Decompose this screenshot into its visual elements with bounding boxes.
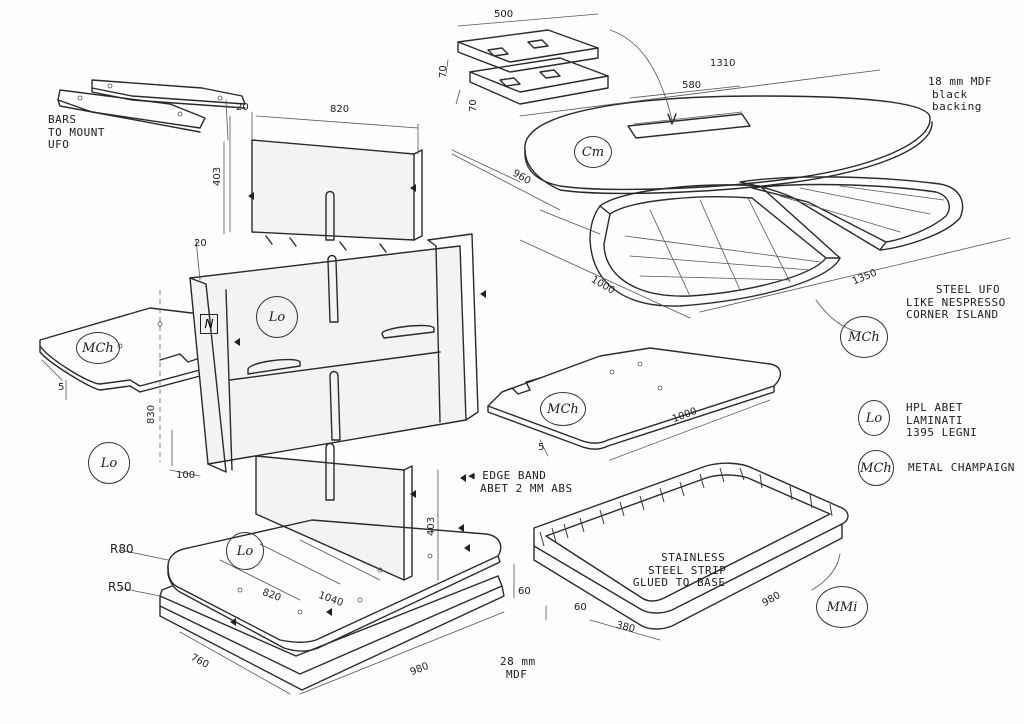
dim-20-a: 20: [236, 102, 249, 113]
note-mdf18: 18 mm MDF black backing: [928, 75, 993, 114]
dim-r80: R80: [110, 542, 134, 556]
code-mch-ufo-text: MCh: [848, 329, 880, 345]
note-bars-line-2: TO MOUNT: [48, 125, 105, 139]
note-mdf18-line-2: black: [932, 87, 968, 101]
legend-lo-badge: Lo: [858, 400, 890, 436]
legend-metal: METAL CHAMPAIGN: [908, 461, 1015, 474]
dim-r50: R50: [108, 580, 132, 594]
dim-70-b: 70: [468, 99, 479, 112]
code-mch-left: MCh: [76, 332, 120, 364]
dim-820: 820: [330, 104, 350, 115]
legend-hpl-line-2: LAMINATI: [906, 413, 963, 427]
note-steel-ufo-line-2: LIKE NESPRESSO: [906, 295, 1006, 309]
note-edge-band: ◀ EDGE BAND ABET 2 mm ABS: [468, 469, 573, 495]
dim-500: 500: [494, 9, 514, 20]
main-vertical-block: [159, 233, 479, 477]
right-shelf-plate: [487, 347, 781, 461]
stainless-tray: [533, 462, 849, 641]
note-edge-band-line-2: ABET 2 mm ABS: [480, 481, 573, 495]
code-mmi: MMi: [816, 586, 868, 628]
note-stainless-line-3: GLUED TO BASE: [632, 576, 726, 590]
code-cm: Cm: [574, 136, 612, 168]
note-mdf28: 28 mm MDF: [500, 655, 536, 681]
bracket-piece: [445, 13, 609, 105]
code-lo-panel-text: Lo: [268, 309, 286, 325]
code-lo-text: Lo: [100, 455, 118, 471]
dim-20-b: 20: [194, 238, 207, 249]
note-edge-band-line-1: ◀ EDGE BAND: [468, 469, 547, 482]
note-bars: BARS TO MOUNT UFO: [48, 113, 105, 152]
dim-403-a: 403: [212, 166, 223, 186]
legend-lo-code: Lo: [865, 410, 883, 426]
dim-70-a: 70: [438, 65, 449, 78]
code-n-text: N: [204, 317, 214, 331]
code-mch-left-text: MCh: [82, 340, 114, 356]
note-mdf18-line-1: 18 mm MDF: [928, 75, 993, 88]
dim-830: 830: [146, 404, 157, 424]
edge-band-markers: [230, 184, 486, 626]
code-mch-ufo: MCh: [840, 316, 888, 358]
dim-580: 580: [682, 80, 702, 91]
legend-mch-code: MCh: [860, 460, 892, 476]
note-stainless: STAINLESS STEEL STRIP GLUED TO BASE: [632, 551, 727, 590]
dim-5-b: 5: [538, 442, 545, 453]
note-steel-ufo-line-1: STEEL UFO: [936, 283, 1001, 296]
dim-100: 100: [176, 470, 196, 481]
code-mmi-text: MMi: [826, 599, 858, 615]
left-shelf-plate: [39, 307, 201, 393]
note-bars-line-1: BARS: [48, 113, 77, 126]
note-mdf18-line-3: backing: [932, 100, 982, 114]
legend-hpl-line-3: 1395 LEGNI: [906, 426, 978, 440]
note-mdf28-line-1: 28 mm: [500, 655, 536, 668]
dimension-lines: [65, 99, 547, 621]
code-mch-shelf-text: MCh: [547, 401, 579, 417]
code-cm-text: Cm: [581, 144, 605, 160]
note-steel-ufo-line-3: CORNER ISLAND: [906, 308, 999, 322]
legend-mch-badge: MCh: [858, 450, 894, 486]
dim-1310: 1310: [710, 58, 736, 69]
base-plates: [159, 519, 515, 695]
dim-60-b: 60: [574, 602, 587, 613]
dim-403-b: 403: [426, 516, 437, 536]
dim-60-a: 60: [518, 586, 531, 597]
code-lo: Lo: [88, 442, 130, 484]
mount-bars: [57, 79, 246, 133]
legend-hpl-line-1: HPL ABET: [906, 401, 963, 414]
upper-panel: [223, 111, 423, 253]
note-mdf28-line-2: MDF: [506, 667, 528, 681]
dim-5-a: 5: [58, 382, 65, 393]
code-lo-base-text: Lo: [236, 543, 254, 559]
note-edge-band-text-1: EDGE BAND: [482, 469, 547, 482]
oval-table-top: [451, 29, 933, 211]
code-mch-shelf: MCh: [540, 392, 586, 426]
code-lo-panel: Lo: [256, 296, 298, 338]
note-stainless-line-1: STAINLESS: [661, 551, 726, 564]
note-bars-line-3: UFO: [48, 138, 70, 152]
legend-hpl: HPL ABET LAMINATI 1395 LEGNI: [906, 401, 978, 440]
steel-ufo-halves: [519, 176, 1011, 333]
note-steel-ufo: STEEL UFO LIKE NESPRESSO CORNER ISLAND: [906, 283, 1006, 322]
lower-panel: [255, 442, 439, 581]
note-stainless-line-2: STEEL STRIP: [648, 563, 727, 577]
code-n-box: N: [200, 314, 218, 334]
code-lo-base: Lo: [226, 532, 264, 570]
